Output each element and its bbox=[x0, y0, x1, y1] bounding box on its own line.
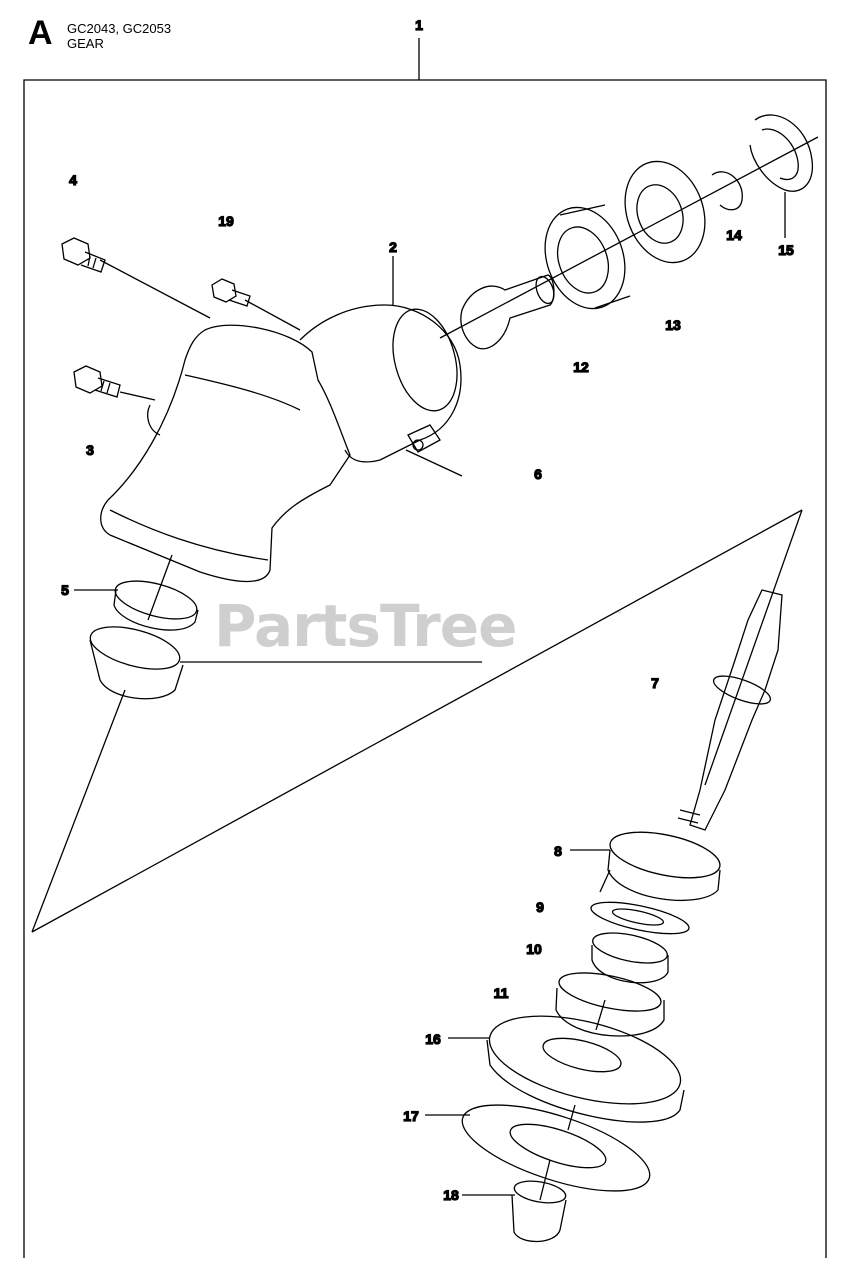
part-7-output-shaft bbox=[677, 589, 783, 831]
part-12-bevel-gear bbox=[460, 274, 555, 350]
part-9-washer bbox=[590, 901, 690, 935]
callout-18: 18 bbox=[443, 1187, 459, 1203]
callout-13: 13 bbox=[665, 317, 681, 333]
callout-12: 12 bbox=[573, 359, 589, 375]
part-10-spacer bbox=[591, 932, 669, 984]
part-4-screw bbox=[61, 237, 106, 273]
seal-cone bbox=[89, 626, 184, 700]
part-8-bearing bbox=[607, 831, 721, 902]
part-19-screw bbox=[211, 278, 251, 307]
callout-6: 6 bbox=[534, 466, 542, 482]
part-17-thrust-washer bbox=[461, 1104, 651, 1192]
part-15-circlip bbox=[749, 114, 813, 192]
part-13-bearing bbox=[544, 204, 631, 310]
callout-7: 7 bbox=[651, 675, 659, 691]
callout-10: 10 bbox=[526, 941, 542, 957]
watermark-logo: PartsTree bbox=[214, 592, 517, 660]
callout-5: 5 bbox=[61, 582, 69, 598]
watermark-trademark: ™ bbox=[614, 611, 623, 621]
assembly-guide-lines bbox=[31, 136, 819, 1201]
callout-16: 16 bbox=[425, 1031, 441, 1047]
part-11-seal bbox=[555, 972, 665, 1037]
callout-2: 2 bbox=[389, 239, 397, 255]
section-letter: A bbox=[28, 14, 53, 52]
part-2-gear-housing bbox=[100, 304, 462, 583]
callout-4: 4 bbox=[69, 172, 77, 188]
callout-19: 19 bbox=[218, 213, 234, 229]
callout-1: 1 bbox=[415, 17, 423, 33]
callout-3: 3 bbox=[86, 442, 94, 458]
part-16-support-cup bbox=[486, 1015, 685, 1123]
callout-9: 9 bbox=[536, 899, 544, 915]
part-14-bearing bbox=[624, 160, 706, 264]
part-3-screw bbox=[73, 365, 121, 398]
part-18-nut bbox=[511, 1180, 567, 1243]
diagram-title: GEAR bbox=[67, 36, 104, 51]
circlip-small bbox=[711, 171, 743, 211]
frame bbox=[23, 38, 827, 1258]
part-5-bearing bbox=[113, 580, 199, 631]
callout-8: 8 bbox=[554, 843, 562, 859]
callout-15: 15 bbox=[778, 242, 794, 258]
callout-11: 11 bbox=[494, 985, 509, 1001]
callout-17: 17 bbox=[403, 1108, 419, 1124]
callout-14: 14 bbox=[726, 227, 742, 243]
model-numbers: GC2043, GC2053 bbox=[67, 21, 172, 36]
callout-leaders bbox=[74, 192, 786, 1196]
